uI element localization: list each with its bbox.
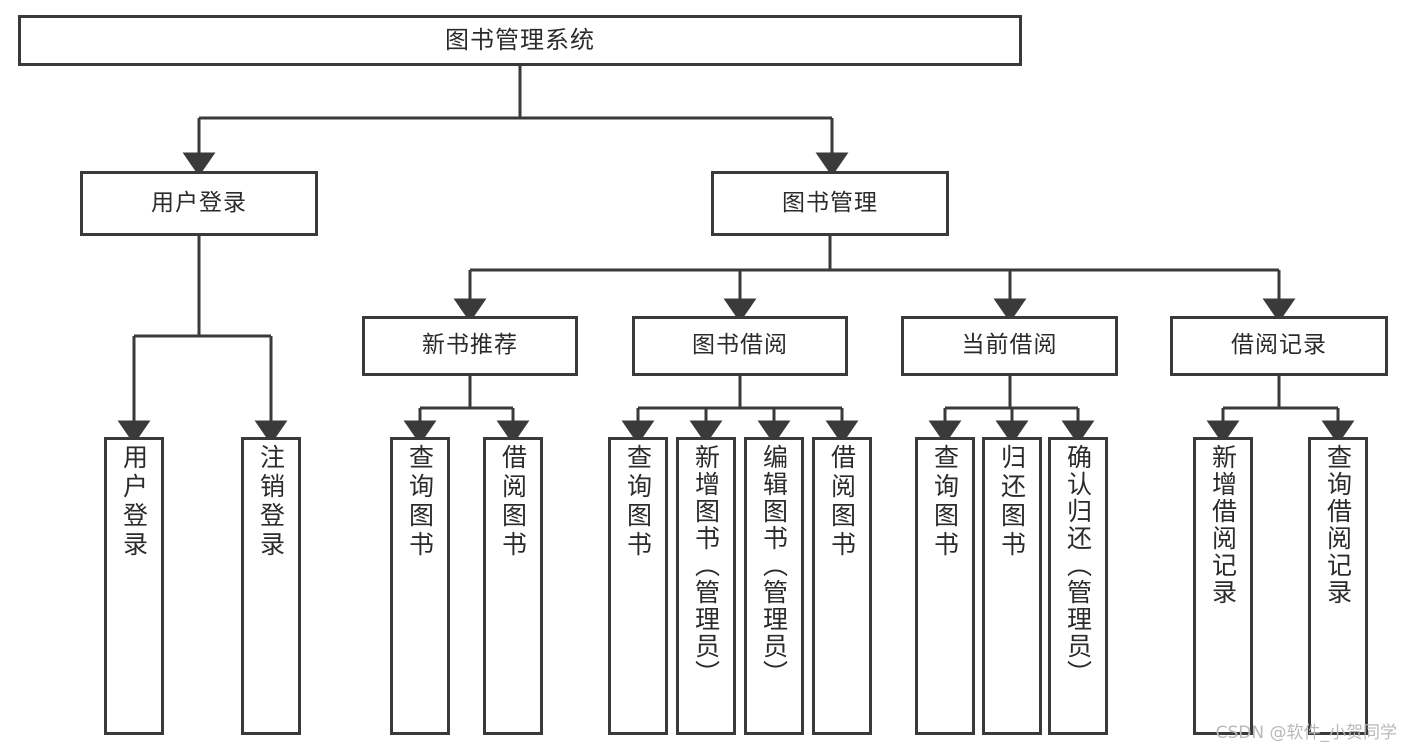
node-label: 归还图书 — [997, 444, 1027, 560]
node-label: 图书管理系统 — [445, 26, 595, 55]
leaf-book-borrow-borrow-book[interactable]: 借阅图书 — [812, 437, 872, 735]
node-user-login[interactable]: 用户登录 — [80, 171, 318, 236]
leaf-book-borrow-query-book[interactable]: 查询图书 — [608, 437, 668, 735]
node-borrow-record[interactable]: 借阅记录 — [1170, 316, 1388, 376]
leaf-borrow-record-query-record[interactable]: 查询借阅记录 — [1308, 437, 1368, 735]
node-label: 借阅记录 — [1231, 332, 1327, 359]
leaf-book-borrow-edit-book-admin[interactable]: 编辑图书（管理员） — [744, 437, 804, 735]
node-label: 用户登录 — [119, 444, 149, 560]
node-label: 借阅图书 — [827, 444, 857, 560]
leaf-current-borrow-confirm-return-admin[interactable]: 确认归还（管理员） — [1048, 437, 1108, 735]
node-current-borrow[interactable]: 当前借阅 — [901, 316, 1118, 376]
node-label: 查询借阅记录 — [1323, 444, 1353, 606]
node-label: 确认归还（管理员） — [1063, 444, 1093, 687]
leaf-user-login-login[interactable]: 用户登录 — [104, 437, 164, 735]
leaf-borrow-record-add-record[interactable]: 新增借阅记录 — [1193, 437, 1253, 735]
leaf-current-borrow-return-book[interactable]: 归还图书 — [982, 437, 1042, 735]
node-label: 查询图书 — [405, 444, 435, 560]
node-book-borrow[interactable]: 图书借阅 — [632, 316, 848, 376]
node-label: 用户登录 — [151, 189, 247, 216]
leaf-new-book-query-book[interactable]: 查询图书 — [390, 437, 450, 735]
node-book-management[interactable]: 图书管理 — [711, 171, 949, 236]
leaf-user-login-logout[interactable]: 注销登录 — [241, 437, 301, 735]
node-label: 新增借阅记录 — [1208, 444, 1238, 606]
node-label: 借阅图书 — [498, 444, 528, 560]
node-root-book-management-system[interactable]: 图书管理系统 — [18, 15, 1022, 66]
node-label: 注销登录 — [256, 444, 286, 560]
node-new-book-recommend[interactable]: 新书推荐 — [362, 316, 578, 376]
leaf-book-borrow-add-book-admin[interactable]: 新增图书（管理员） — [676, 437, 736, 735]
node-label: 图书借阅 — [692, 332, 788, 359]
node-label: 编辑图书（管理员） — [759, 444, 789, 687]
node-label: 查询图书 — [623, 444, 653, 560]
node-label: 新书推荐 — [422, 332, 518, 359]
leaf-new-book-borrow-book[interactable]: 借阅图书 — [483, 437, 543, 735]
leaf-current-borrow-query-book[interactable]: 查询图书 — [915, 437, 975, 735]
node-label: 当前借阅 — [961, 332, 1058, 359]
node-label: 新增图书（管理员） — [691, 444, 721, 687]
node-label: 图书管理 — [782, 189, 878, 216]
csdn-watermark: CSDN @软件_小贺同学 — [1215, 723, 1397, 743]
node-label: 查询图书 — [930, 444, 960, 560]
